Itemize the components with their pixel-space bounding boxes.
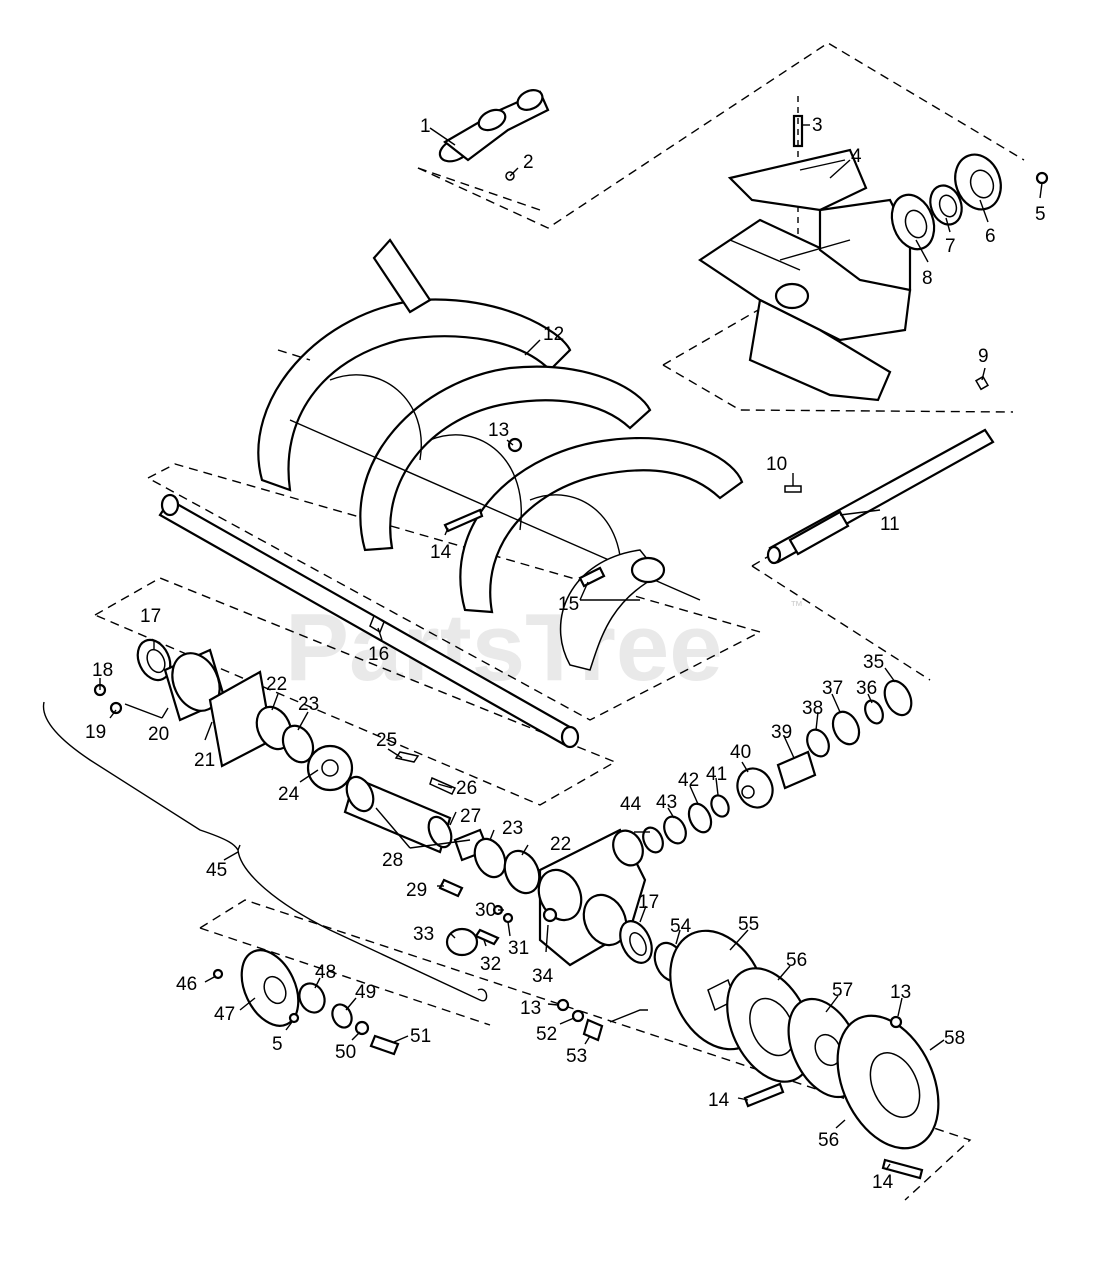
callout-20: 20 (148, 724, 169, 745)
impeller-bearing-group (890, 153, 1049, 251)
callout-24: 24 (278, 784, 300, 805)
lower-bolts (743, 1082, 924, 1180)
callout-40: 40 (730, 742, 751, 763)
gear-case (473, 828, 647, 967)
callout-48: 48 (315, 962, 336, 983)
pulley-assembly (669, 929, 940, 1150)
watermark-trademark: ™ (790, 598, 803, 613)
callout-21: 21 (194, 750, 215, 771)
leader-lines (99, 124, 1043, 1171)
universal-joint (438, 89, 550, 181)
callout-32: 32 (480, 954, 501, 975)
callout-16: 16 (368, 644, 389, 665)
callout-5-top: 5 (1035, 204, 1046, 225)
callout-49: 49 (355, 982, 376, 1003)
callout-14-auger: 14 (430, 542, 452, 563)
callout-2: 2 (523, 152, 534, 173)
callout-51: 51 (410, 1026, 431, 1047)
callout-14-mid: 14 (708, 1090, 730, 1111)
callout-26: 26 (456, 778, 477, 799)
callout-27: 27 (460, 806, 481, 827)
shaft-key-9 (975, 375, 989, 391)
callout-22-left: 22 (266, 674, 287, 695)
callout-14-bottom: 14 (872, 1172, 894, 1193)
bearing-plate-group (212, 949, 604, 1056)
callout-56-top: 56 (786, 950, 807, 971)
worm-gear-group (306, 744, 490, 862)
assembly-bracket-45 (42, 701, 488, 1002)
callout-12: 12 (543, 324, 564, 345)
gear-case-fasteners (438, 878, 514, 957)
callout-52: 52 (536, 1024, 557, 1045)
callout-38: 38 (802, 698, 823, 719)
callout-19: 19 (85, 722, 106, 743)
callout-43: 43 (656, 792, 677, 813)
callout-41: 41 (706, 764, 727, 785)
callout-54: 54 (670, 916, 692, 937)
callout-35: 35 (863, 652, 884, 673)
callout-46: 46 (176, 974, 197, 995)
auger-bolts (443, 437, 606, 588)
callout-29: 29 (406, 880, 427, 901)
callout-58: 58 (944, 1028, 965, 1049)
callout-13-right: 13 (890, 982, 911, 1003)
callout-18: 18 (92, 660, 113, 681)
callout-25: 25 (376, 730, 397, 751)
callout-57: 57 (832, 980, 853, 1001)
callout-44: 44 (620, 794, 642, 815)
callout-labels: 1 2 3 4 5 6 7 8 9 10 11 12 13 14 15 16 1… (85, 115, 1046, 1193)
callout-23-right: 23 (502, 818, 523, 839)
shaft-key-10 (784, 485, 802, 493)
callout-56-bottom: 56 (818, 1130, 839, 1151)
callout-34: 34 (532, 966, 554, 987)
callout-6: 6 (985, 226, 996, 247)
callout-22-right: 22 (550, 834, 571, 855)
callout-1: 1 (420, 116, 431, 137)
impeller (698, 148, 912, 402)
callout-13-auger: 13 (488, 420, 509, 441)
callout-10: 10 (766, 454, 787, 475)
worm-shaft-components (642, 679, 913, 854)
callout-4: 4 (851, 146, 862, 167)
spring-pin (792, 96, 804, 290)
callout-15: 15 (558, 594, 579, 615)
callout-7: 7 (945, 236, 956, 257)
impeller-shaft (766, 428, 995, 565)
callout-17-left: 17 (140, 606, 161, 627)
auger-shaft (158, 493, 580, 749)
callout-17-right: 17 (638, 892, 659, 913)
left-gearbox-seals (93, 638, 315, 768)
callout-11: 11 (880, 514, 900, 535)
callout-5-bottom: 5 (272, 1034, 283, 1055)
callout-8: 8 (922, 268, 933, 289)
callout-37: 37 (822, 678, 843, 699)
callout-42: 42 (678, 770, 699, 791)
callout-30: 30 (475, 900, 496, 921)
callout-36: 36 (856, 678, 877, 699)
callout-55: 55 (738, 914, 759, 935)
callout-13-bottom: 13 (520, 998, 541, 1019)
callout-3: 3 (812, 115, 823, 136)
callout-45: 45 (206, 860, 227, 881)
right-seals (619, 920, 687, 983)
callout-9: 9 (978, 346, 989, 367)
callout-50: 50 (335, 1042, 356, 1063)
callout-53: 53 (566, 1046, 587, 1067)
callout-39: 39 (771, 722, 792, 743)
callout-33: 33 (413, 924, 434, 945)
callout-31: 31 (508, 938, 529, 959)
callout-23-left: 23 (298, 694, 319, 715)
callout-28: 28 (382, 850, 403, 871)
callout-47: 47 (214, 1004, 235, 1025)
